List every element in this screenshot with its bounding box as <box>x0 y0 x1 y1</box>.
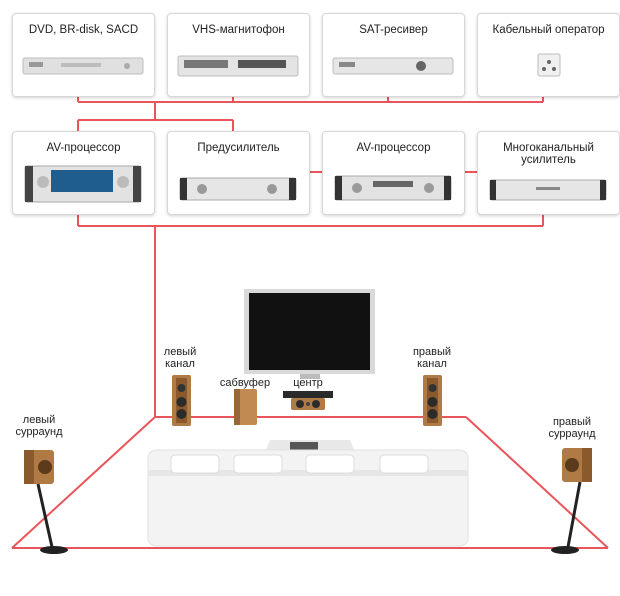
source-label-sat: SAT-ресивер <box>359 24 428 36</box>
wall-socket-icon <box>537 53 561 77</box>
left-surround-label: левый сурраунд <box>15 414 63 438</box>
subwoofer-speaker <box>234 389 257 425</box>
satellite-receiver-icon <box>332 57 454 75</box>
processor-label-av-2: AV-процессор <box>356 142 431 154</box>
source-box-cable: Кабельный оператор <box>477 13 620 97</box>
source-box-sat: SAT-ресивер <box>322 13 465 97</box>
right-surround-speaker <box>551 448 592 554</box>
processor-box-av-2: AV-процессор <box>322 131 465 215</box>
subwoofer-label: сабвуфер <box>219 377 271 389</box>
multichannel-amplifier-icon <box>489 179 607 201</box>
connection-lines <box>11 94 609 549</box>
av-processor-icon <box>24 165 142 203</box>
source-box-vcr: VHS-магнитофон <box>167 13 310 97</box>
processor-label-amplifier: Многоканальный усилитель <box>503 142 594 166</box>
sofa <box>147 449 469 547</box>
left-surround-speaker <box>24 450 68 554</box>
processor-box-av-1: AV-процессор <box>12 131 155 215</box>
vcr-icon <box>177 55 299 77</box>
source-label-dvd: DVD, BR-disk, SACD <box>28 24 139 36</box>
source-label-vcr: VHS-магнитофон <box>192 24 285 36</box>
dvd-player-icon <box>22 57 144 75</box>
center-speaker <box>283 391 333 410</box>
left-front-label: левый канал <box>163 346 197 370</box>
processor-box-preamp: Предусилитель <box>167 131 310 215</box>
right-front-speaker <box>423 375 442 426</box>
left-front-speaker <box>172 375 191 426</box>
processor-label-av-1: AV-процессор <box>46 142 121 154</box>
right-front-label: правый канал <box>412 346 452 370</box>
source-label-cable: Кабельный оператор <box>492 24 605 36</box>
right-surround-label: правый сурраунд <box>548 416 596 440</box>
source-box-dvd: DVD, BR-disk, SACD <box>12 13 155 97</box>
tv-stand-base <box>290 442 318 452</box>
tv-set <box>244 289 375 379</box>
processor-box-amplifier: Многоканальный усилитель <box>477 131 620 215</box>
processor-label-preamp: Предусилитель <box>197 142 280 154</box>
av-processor-icon <box>334 175 452 201</box>
preamplifier-icon <box>179 177 297 201</box>
center-label: центр <box>293 377 323 389</box>
